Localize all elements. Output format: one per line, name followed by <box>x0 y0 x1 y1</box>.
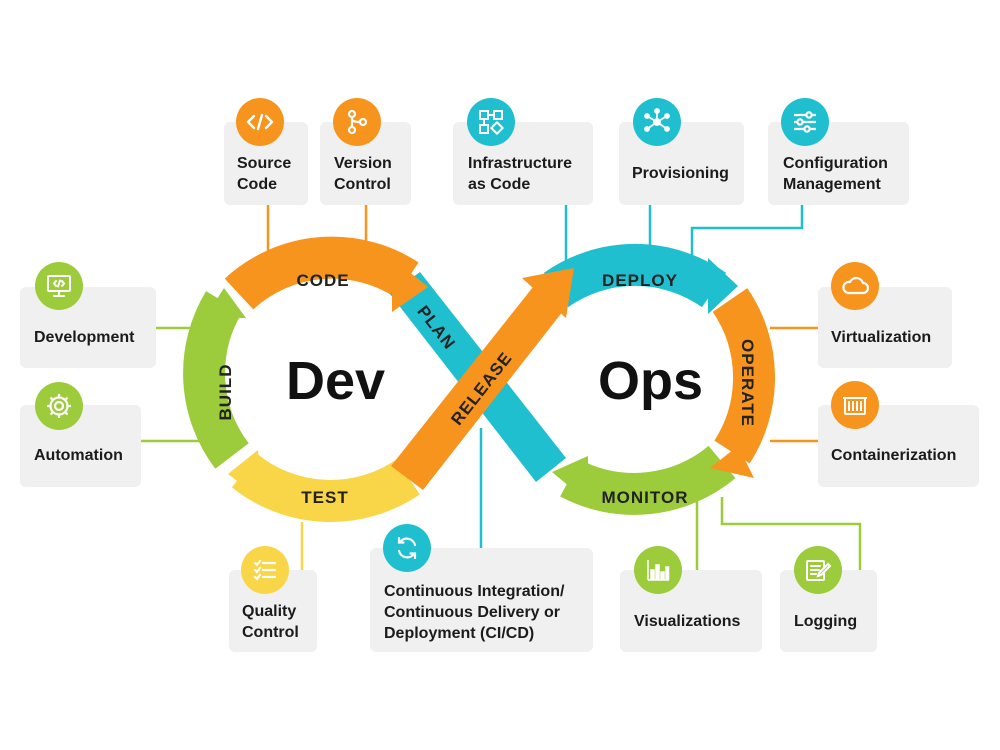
automation-card: Automation <box>20 405 141 487</box>
source-code-label-line1: Source <box>237 155 292 172</box>
containerization-label: Containerization <box>831 447 957 464</box>
quality-control-label-line2: Control <box>242 624 299 641</box>
logging-label: Logging <box>794 613 858 630</box>
operate-segment <box>712 288 775 464</box>
ops-loop <box>543 243 775 515</box>
development-label: Development <box>34 329 135 346</box>
cloud-icon <box>831 262 879 310</box>
monitor-code-icon <box>35 262 83 310</box>
code-segment <box>224 236 419 310</box>
automation-label: Automation <box>34 447 123 464</box>
phase-operate-label: OPERATE <box>738 339 757 427</box>
sliders-icon <box>781 98 829 146</box>
deploy-arrow-head <box>708 258 738 314</box>
operate-arrow-head <box>710 446 754 478</box>
gear-icon <box>35 382 83 430</box>
release-arrow-head <box>522 268 574 318</box>
code-arrow-head <box>392 258 428 312</box>
version-control-label-line2: Control <box>334 176 391 193</box>
git-branch-icon <box>333 98 381 146</box>
cicd-label-line1: Continuous Integration/ <box>384 583 565 600</box>
monitor-segment <box>560 445 736 515</box>
deploy-segment <box>543 243 727 308</box>
configuration-label-line1: Configuration <box>783 155 888 172</box>
cicd-label-line2: Continuous Delivery or <box>384 604 561 621</box>
connector-configuration <box>690 205 804 255</box>
connector-lines <box>141 205 862 570</box>
checklist-icon <box>241 546 289 594</box>
version-control-label-line1: Version <box>334 155 392 172</box>
ops-title: Ops <box>598 351 704 411</box>
document-pencil-icon <box>794 546 842 594</box>
quality-control-label-line1: Quality <box>242 603 297 620</box>
phase-deploy-label: DEPLOY <box>602 271 678 290</box>
dev-title: Dev <box>286 351 386 411</box>
iac-label-line1: Infrastructure <box>468 155 573 172</box>
provisioning-card: Provisioning <box>619 122 744 205</box>
phase-code-label: CODE <box>296 271 349 290</box>
test-arrow-head <box>228 450 262 500</box>
connector-logging <box>720 497 862 570</box>
dev-loop <box>183 236 420 522</box>
code-brackets-icon <box>236 98 284 146</box>
provisioning-label: Provisioning <box>632 165 729 182</box>
configuration-label-line2: Management <box>783 176 881 193</box>
bar-chart-icon <box>634 546 682 594</box>
arrow-heads <box>205 258 754 502</box>
flowchart-icon <box>467 98 515 146</box>
cicd-label-line3: Deployment (CI/CD) <box>384 625 535 642</box>
release-band <box>391 282 567 490</box>
build-segment <box>183 291 250 469</box>
monitor-arrow-head <box>552 456 588 502</box>
container-icon <box>831 381 879 429</box>
build-arrow-head <box>205 288 246 318</box>
phase-monitor-label: MONITOR <box>602 488 689 507</box>
virtualization-label: Virtualization <box>831 329 932 346</box>
visualizations-label: Visualizations <box>634 613 741 630</box>
test-segment <box>231 454 420 522</box>
network-hub-icon <box>633 98 681 146</box>
iac-card: Infrastructure as Code <box>453 122 593 205</box>
phase-test-label: TEST <box>301 488 348 507</box>
iac-label-line2: as Code <box>468 176 531 193</box>
source-code-label-line2: Code <box>237 176 277 193</box>
phase-build-label: BUILD <box>216 364 235 421</box>
sync-arrows-icon <box>383 524 431 572</box>
